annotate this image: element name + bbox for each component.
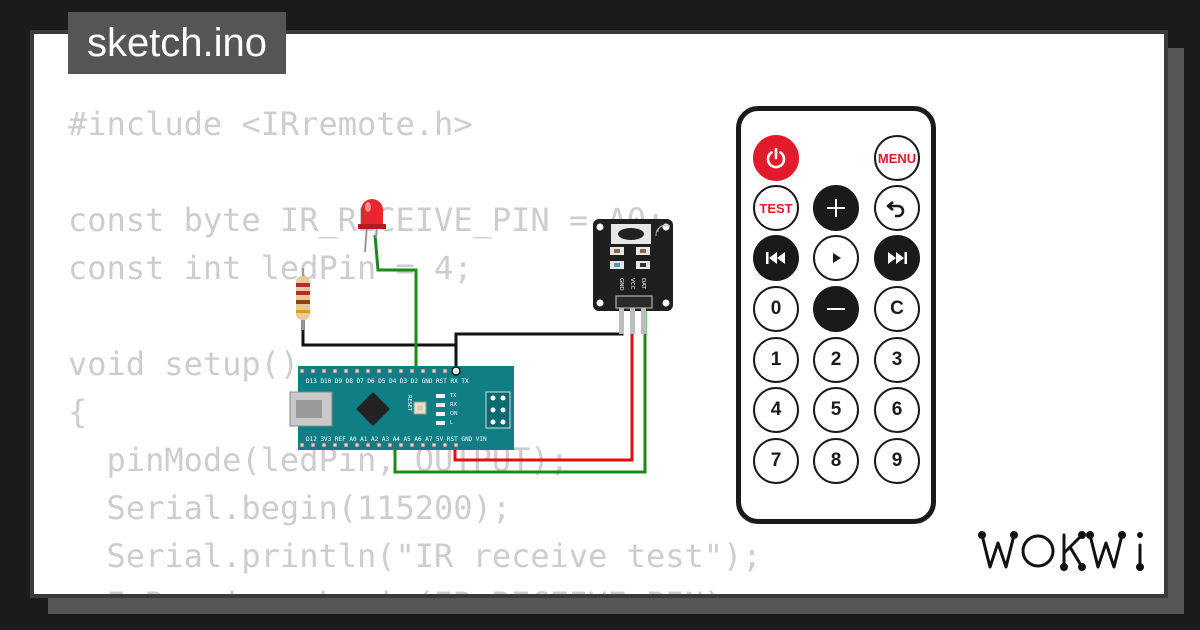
back-arrow-icon: [886, 200, 905, 218]
reset-label: RESET: [406, 395, 412, 412]
wire-green-led: [373, 234, 418, 372]
microcontroller-chip: [356, 392, 390, 426]
code-line: Serial.begin(115200);: [68, 489, 512, 527]
project-card: [30, 30, 1168, 598]
digit-8-button[interactable]: 8: [813, 438, 859, 484]
wire-black-resistor: [301, 318, 458, 372]
wokwi-logo: [978, 531, 1144, 571]
ir-remote: MENU TEST 0: [736, 106, 936, 524]
top-header-pins: [299, 368, 459, 374]
bottom-header-pins: [299, 442, 459, 448]
red-led[interactable]: [358, 199, 386, 253]
plus-button[interactable]: [813, 185, 859, 231]
bottom-header-label: D12 3V3 REF A0 A1 A2 A3 A4 A5 A6 A7 5V R…: [306, 436, 487, 443]
ir-receiver-module[interactable]: GND VCC DAT: [593, 219, 673, 334]
digit-5-button[interactable]: 5: [813, 387, 859, 433]
code-line: const int ledPin = 4;: [68, 249, 473, 287]
wire-red-vcc: [453, 308, 634, 462]
next-button[interactable]: [874, 235, 920, 281]
back-button[interactable]: [874, 185, 920, 231]
code-line: IrReceiver.begin(IR_RECEIVE_PIN);: [68, 580, 762, 594]
code-line: Serial.println("IR receive test");: [68, 537, 762, 575]
digit-1-button[interactable]: 1: [753, 337, 799, 383]
digit-6-button[interactable]: 6: [874, 387, 920, 433]
pin-label-gnd: GND: [618, 278, 624, 291]
code-editor: #include <IRremote.h>const byte IR_RECEI…: [68, 100, 762, 594]
icsp-header: [485, 391, 511, 429]
play-button[interactable]: [813, 235, 859, 281]
digit-3-button[interactable]: 3: [874, 337, 920, 383]
led-label-tx: TX: [449, 393, 457, 399]
arduino-nano-board[interactable]: D13 D10 D9 D8 D7 D6 D5 D4 D3 D2 GND RST …: [289, 366, 514, 450]
gnd-pin-highlight: [451, 366, 461, 376]
plus-icon: [827, 199, 845, 217]
wire-black-gnd: [454, 308, 624, 372]
menu-button[interactable]: MENU: [874, 135, 920, 181]
pin-label-vcc: VCC: [629, 278, 635, 290]
digit-2-button[interactable]: 2: [813, 337, 859, 383]
top-header-label: D13 D10 D9 D8 D7 D6 D5 D4 D3 D2 GND RST …: [306, 378, 469, 385]
led-label-on: ON: [450, 411, 458, 417]
previous-button[interactable]: [753, 235, 799, 281]
file-tab[interactable]: sketch.ino: [68, 12, 286, 74]
test-button[interactable]: TEST: [753, 185, 799, 231]
clear-button[interactable]: C: [874, 286, 920, 332]
skip-forward-icon: [888, 252, 907, 264]
resistor[interactable]: [296, 268, 310, 330]
power-button[interactable]: [753, 135, 799, 181]
pin-label-dat: DAT: [640, 278, 646, 289]
digit-7-button[interactable]: 7: [753, 438, 799, 484]
code-line: #include <IRremote.h>: [68, 105, 473, 143]
led-label-l: L: [450, 420, 453, 426]
minus-button[interactable]: [813, 286, 859, 332]
skip-back-icon: [766, 252, 785, 264]
minus-icon: [827, 308, 845, 310]
power-icon: [766, 147, 786, 169]
code-line: void setup(): [68, 345, 300, 383]
digit-0-button[interactable]: 0: [753, 286, 799, 332]
led-label-rx: RX: [450, 402, 457, 408]
digit-4-button[interactable]: 4: [753, 387, 799, 433]
play-icon: [833, 253, 841, 263]
usb-connector: [289, 391, 333, 427]
status-leds: [436, 394, 445, 425]
digit-9-button[interactable]: 9: [874, 438, 920, 484]
wire-green-dat: [393, 308, 647, 474]
code-line: {: [68, 393, 88, 431]
